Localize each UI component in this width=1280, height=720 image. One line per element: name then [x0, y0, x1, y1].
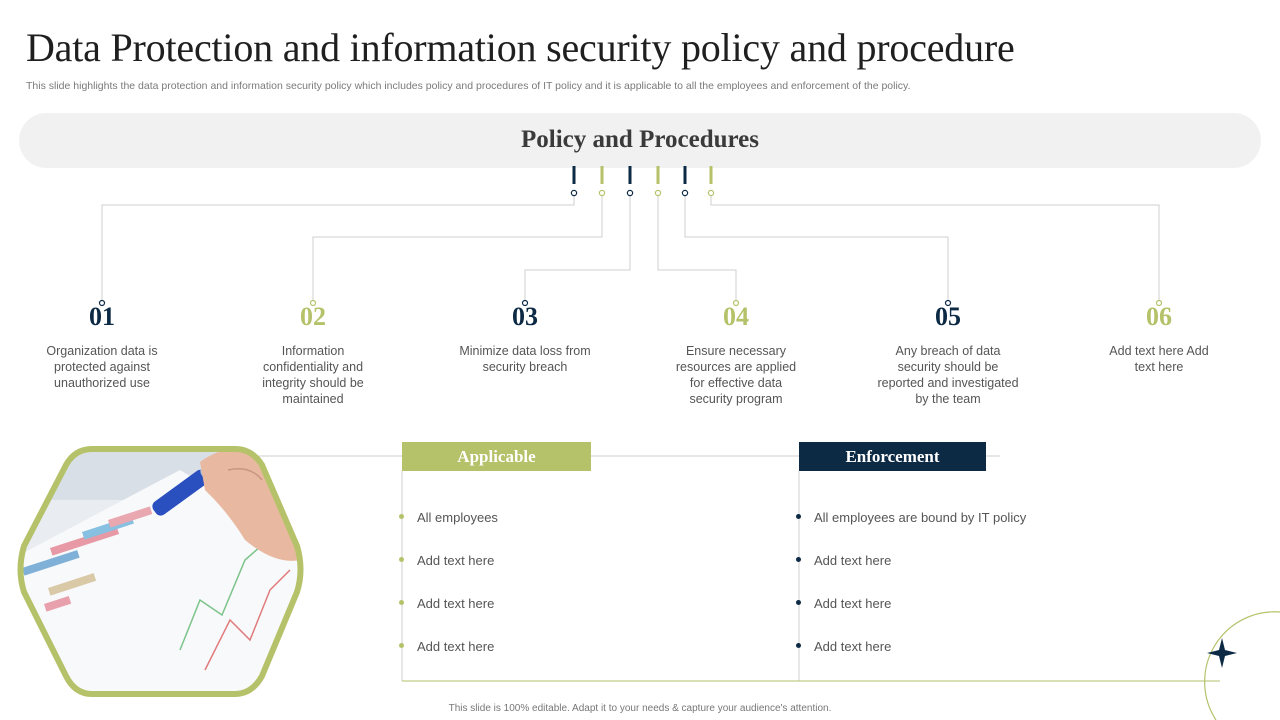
applicable-item-2: Add text here: [417, 553, 495, 568]
step-dot-03: [521, 299, 529, 307]
step-dot-01: [98, 299, 106, 307]
enforcement-bullet: [796, 557, 801, 562]
connector-06: [710, 196, 1160, 300]
enforcement-item-2: Add text here: [814, 553, 892, 568]
step-dot-02: [309, 299, 317, 307]
step-number-02: 02: [300, 302, 326, 331]
step-dot-05: [944, 299, 952, 307]
enforcement-bullet: [796, 600, 801, 605]
corner-arc: [1204, 611, 1280, 720]
step-text-03: Minimize data loss from security breach: [459, 344, 591, 374]
enforcement-item-1: All employees are bound by IT policy: [814, 510, 1027, 525]
connector-03: [524, 196, 631, 300]
banner-title: Policy and Procedures: [521, 126, 759, 153]
tick-dot-3: [626, 189, 634, 197]
step-text-05: Any breach of data security should be re…: [877, 344, 1019, 406]
tick-dot-2: [598, 189, 606, 197]
applicable-tag: Applicable: [402, 442, 591, 471]
applicable-item-1: All employees: [417, 510, 498, 525]
page-subtitle: This slide highlights the data protectio…: [26, 80, 911, 92]
applicable-bullet: [399, 514, 404, 519]
tick-dot-4: [654, 189, 662, 197]
page-title: Data Protection and information security…: [26, 25, 1015, 70]
connector-04: [657, 196, 737, 300]
step-number-04: 04: [723, 302, 749, 331]
applicable-bullet: [399, 600, 404, 605]
step-text-06: Add text here Add text here: [1109, 344, 1209, 374]
chart-analysis-photo: [20, 449, 301, 694]
step-number-06: 06: [1146, 302, 1172, 331]
step-number-03: 03: [512, 302, 538, 331]
connector-02: [312, 196, 603, 300]
sparkle-icon: [1207, 638, 1237, 668]
step-text-02: Information confidentiality and integrit…: [262, 344, 364, 406]
applicable-bullet: [399, 557, 404, 562]
enforcement-item-4: Add text here: [814, 639, 892, 654]
policy-banner: [19, 113, 1261, 168]
footer-note: This slide is 100% editable. Adapt it to…: [448, 703, 832, 714]
applicable-bullet: [399, 643, 404, 648]
hexagon-frame: [17, 446, 304, 697]
connector-01: [101, 196, 575, 300]
step-text-04: Ensure necessary resources are applied f…: [675, 344, 797, 406]
applicable-item-4: Add text here: [417, 639, 495, 654]
enforcement-bullet: [796, 514, 801, 519]
enforcement-tag: Enforcement: [799, 442, 986, 471]
step-number-01: 01: [89, 302, 115, 331]
enforcement-item-3: Add text here: [814, 596, 892, 611]
step-dot-04: [732, 299, 740, 307]
step-number-05: 05: [935, 302, 961, 331]
tick-dot-6: [707, 189, 715, 197]
tick-dot-1: [570, 189, 578, 197]
connector-05: [684, 196, 949, 300]
step-text-01: Organization data is protected against u…: [46, 344, 158, 390]
enforcement-bullet: [796, 643, 801, 648]
applicable-item-3: Add text here: [417, 596, 495, 611]
tick-dot-5: [681, 189, 689, 197]
step-dot-06: [1155, 299, 1163, 307]
